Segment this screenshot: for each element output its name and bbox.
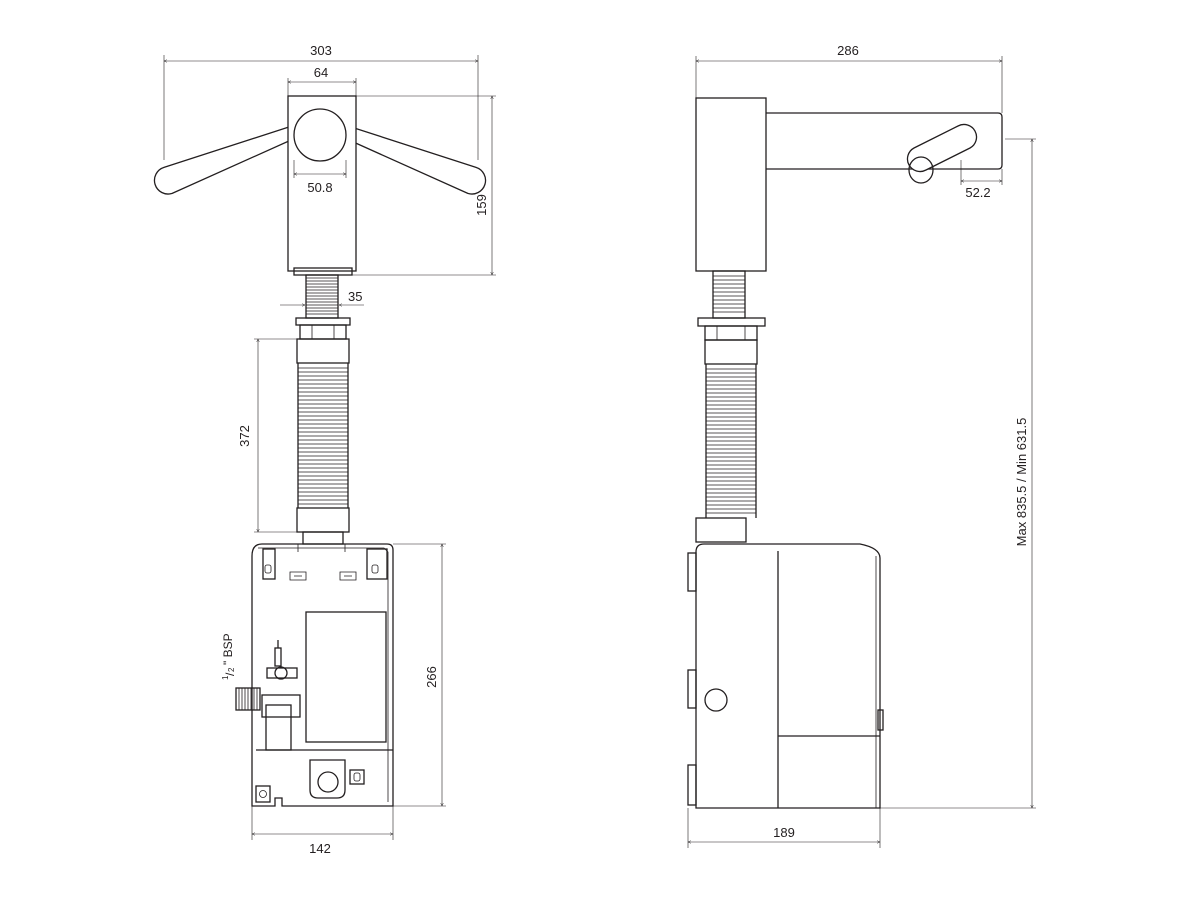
inlet-fraction-numerator: 1 <box>221 675 230 680</box>
tap-head-front <box>153 95 487 276</box>
front-view: 1 / 2 " BSP 303 64 50.8 159 <box>153 43 496 856</box>
dim-overall-width: 303 <box>310 43 332 58</box>
dim-hub-diameter: 50.8 <box>307 180 332 195</box>
dim-overall-length: 286 <box>837 43 859 58</box>
control-box-front <box>251 543 394 807</box>
dim-body-width: 64 <box>314 65 328 80</box>
tap-head-side <box>695 97 1003 272</box>
flexible-hose-side <box>695 339 758 543</box>
dim-total-height: Max 835.5 / Min 631.5 <box>1014 418 1029 547</box>
side-view: 286 52.2 Max 835.5 / Min 631.5 189 <box>687 43 1036 848</box>
dim-shank-diameter: 35 <box>348 289 362 304</box>
dim-head-height: 159 <box>474 194 489 216</box>
mounting-nut-front <box>295 317 351 340</box>
dim-hand-dryer-diameter: 52.2 <box>965 185 990 200</box>
dim-hose-length: 372 <box>237 425 252 447</box>
dim-box-width: 142 <box>309 841 331 856</box>
inlet-thread-size: " BSP <box>221 633 235 665</box>
dim-box-height: 266 <box>424 666 439 688</box>
threaded-shank-front <box>305 274 339 319</box>
inlet-label: 1 / 2 " BSP <box>221 633 237 680</box>
svg-text:/: / <box>223 672 237 676</box>
threaded-shank-side <box>697 270 766 341</box>
inlet-connector <box>235 687 261 711</box>
control-box-side <box>687 543 884 809</box>
dim-box-depth: 189 <box>773 825 795 840</box>
side-dimensions: 286 52.2 Max 835.5 / Min 631.5 189 <box>688 43 1036 848</box>
front-dimensions: 303 64 50.8 159 35 372 <box>164 43 496 856</box>
flexible-hose-front <box>296 338 350 552</box>
inlet-fraction-denominator: 2 <box>227 667 236 672</box>
